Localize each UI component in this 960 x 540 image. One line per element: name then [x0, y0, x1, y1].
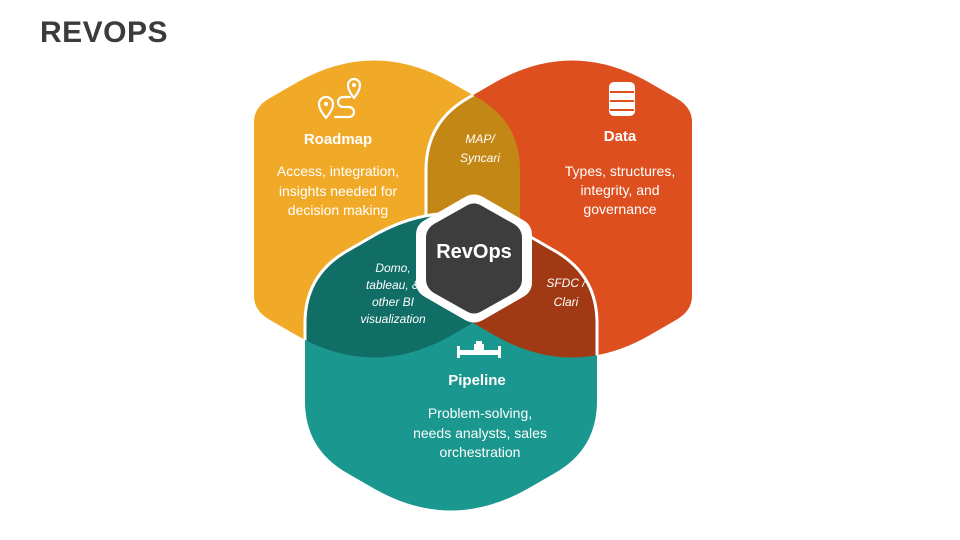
roadmap-line-1: Access, integration,: [277, 163, 399, 179]
overlap-data-pipeline-line-1: SFDC /: [546, 276, 587, 290]
pipeline-line-2: needs analysts, sales: [413, 425, 547, 441]
roadmap-heading: Roadmap: [304, 131, 372, 148]
data-heading: Data: [604, 128, 637, 145]
database-icon: [609, 82, 635, 116]
center-hexagon-inner: [426, 203, 522, 314]
roadmap-line-2: insights needed for: [279, 183, 398, 199]
overlap-roadmap-pipeline-line-4: visualization: [360, 312, 426, 326]
overlap-roadmap-pipeline-line-3: other BI: [372, 295, 415, 309]
data-line-2: integrity, and: [580, 182, 659, 198]
data-line-3: governance: [583, 201, 656, 217]
route-pin-icon: [317, 77, 362, 120]
pipeline-heading: Pipeline: [448, 372, 506, 389]
center-label: RevOps: [436, 241, 512, 263]
roadmap-line-3: decision making: [288, 202, 388, 218]
pipeline-icon: [457, 341, 501, 358]
pipeline-line-3: orchestration: [440, 444, 521, 460]
overlap-roadmap-pipeline-line-2: tableau, &: [366, 278, 420, 292]
pipeline-line-1: Problem-solving,: [428, 405, 532, 421]
overlap-roadmap-data-line-2: Syncari: [460, 151, 500, 165]
overlap-data-pipeline-line-2: Clari: [554, 295, 579, 309]
slide-title: REVOPS: [40, 16, 169, 49]
overlap-roadmap-pipeline-line-1: Domo,: [375, 261, 410, 275]
data-line-1: Types, structures,: [565, 163, 675, 179]
overlap-roadmap-data-line-1: MAP/: [465, 132, 496, 146]
